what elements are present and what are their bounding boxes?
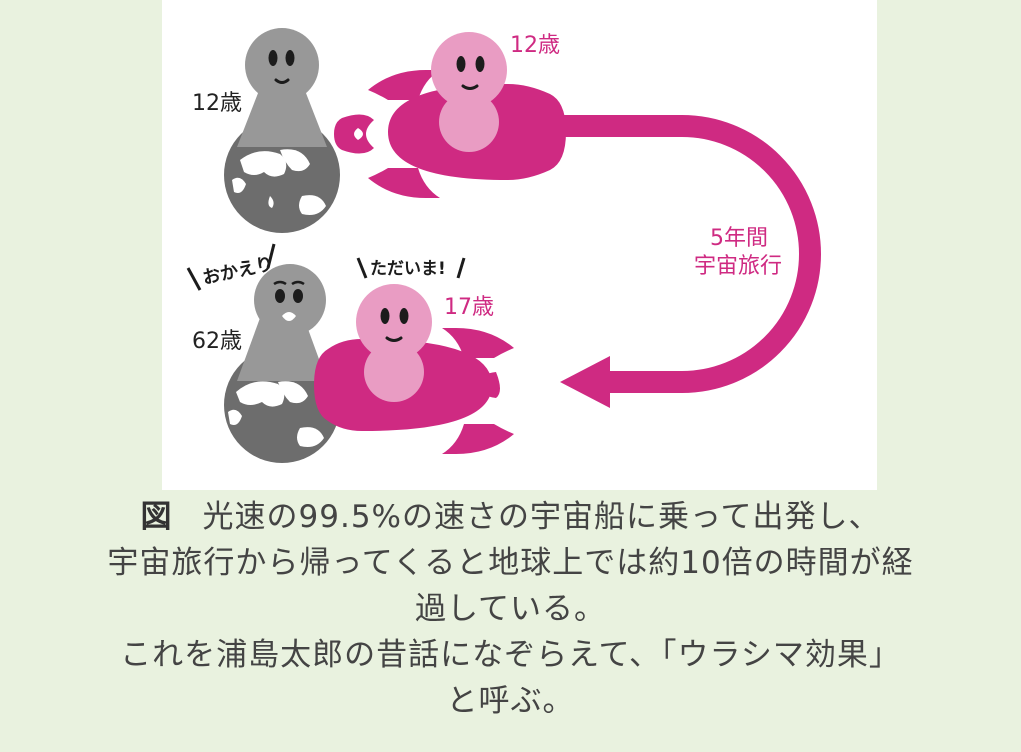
eye-icon <box>293 289 303 303</box>
earth-person-young <box>237 28 327 147</box>
diagram-svg: 12歳 12歳 5年間 宇宙旅行 <box>186 28 821 463</box>
traveler-age-before: 12歳 <box>510 33 560 58</box>
figure-caption: 図光速の99.5%の速さの宇宙船に乗って出発し、 宇宙旅行から帰ってくると地球上… <box>0 494 1021 724</box>
eye-icon <box>380 308 390 324</box>
traveler-age-after: 17歳 <box>444 295 494 320</box>
diagram-figure: 12歳 12歳 5年間 宇宙旅行 <box>162 0 877 490</box>
eyebrow-icon <box>273 280 287 286</box>
travel-arrow <box>550 115 821 408</box>
eyebrow-icon <box>291 280 305 286</box>
caption-line-1-text: 光速の99.5%の速さの宇宙船に乗って出発し、 <box>202 499 881 535</box>
earth-person-age-after: 62歳 <box>192 329 242 354</box>
earth-person-old <box>237 264 327 381</box>
eye-icon <box>399 308 409 324</box>
caption-line-5: と呼ぶ。 <box>446 683 575 719</box>
eye-icon <box>456 56 466 72</box>
caption-line-4: これを浦島太郎の昔話になぞらえて、「ウラシマ効果」 <box>120 637 901 673</box>
caption-line-2: 宇宙旅行から帰ってくると地球上では約10倍の時間が経 <box>107 545 914 581</box>
earth-person-age-before: 12歳 <box>192 91 242 116</box>
rocket-bottom <box>314 284 514 454</box>
travel-label-line1: 5年間 <box>710 226 768 251</box>
arrow-head-icon <box>560 356 610 408</box>
mustache-icon <box>282 312 296 321</box>
exclaim-home-text: ただいま! <box>370 259 446 279</box>
figure-label: 図 <box>140 499 173 535</box>
caption-line-3: 過している。 <box>414 591 607 627</box>
rocket-top <box>334 32 566 198</box>
eye-icon <box>285 50 295 66</box>
caption-line-1: 図光速の99.5%の速さの宇宙船に乗って出発し、 <box>0 494 1021 540</box>
exclaim-home: ただいま! <box>356 257 466 279</box>
eye-icon <box>475 56 485 72</box>
eye-icon <box>275 289 285 303</box>
eye-icon <box>268 50 278 66</box>
travel-label-line2: 宇宙旅行 <box>694 254 782 279</box>
